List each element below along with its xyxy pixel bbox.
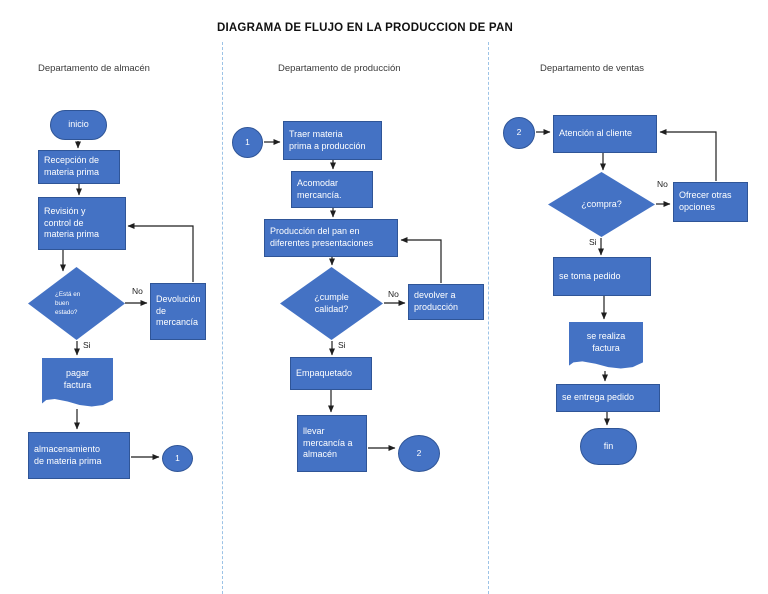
node-conector-1-fin: 1 (162, 445, 193, 472)
node-almacenamiento: almacenamiento de materia prima (28, 432, 130, 479)
diagram-title: DIAGRAMA DE FLUJO EN LA PRODUCCION DE PA… (217, 22, 513, 34)
node-produccion: Producción del pan en diferentes present… (264, 219, 398, 257)
lane-header-almacen: Departamento de almacén (38, 63, 150, 74)
lane-divider-left (222, 42, 223, 594)
node-pagar: pagar factura (42, 358, 113, 407)
edge-label-si-5: Si (83, 340, 91, 350)
node-ofrecer: Ofrecer otras opciones (673, 182, 748, 222)
node-factura: se realiza factura (569, 322, 643, 369)
node-seentrega: se entrega pedido (556, 384, 660, 412)
node-fin: fin (580, 428, 637, 465)
node-inicio: inicio (50, 110, 107, 140)
edge-label-no-3: No (132, 286, 143, 296)
edge-label-no-19: No (657, 179, 668, 189)
node-esta: ¿Está en buen estado? (28, 267, 125, 340)
lane-header-produccion: Departamento de producción (278, 63, 401, 74)
node-conector-2-fin: 2 (398, 435, 440, 472)
node-setoma: se toma pedido (553, 257, 651, 296)
node-devolver: devolver a producción (408, 284, 484, 320)
node-cumple: ¿cumple calidad? (280, 267, 383, 340)
node-revision: Revisión y control de materia prima (38, 197, 126, 250)
node-atencion: Atención al cliente (553, 115, 657, 153)
node-acomodar: Acomodar mercancía. (291, 171, 373, 208)
edge-label-no-12: No (388, 289, 399, 299)
node-traer: Traer materia prima a producción (283, 121, 382, 160)
lane-header-ventas: Departamento de ventas (540, 63, 645, 74)
lane-divider-right (488, 42, 489, 594)
node-empaquetado: Empaquetado (290, 357, 372, 390)
node-devolucion: Devolución de mercancía (150, 283, 206, 340)
node-recepcion: Recepción de materia prima (38, 150, 120, 184)
node-llevar: llevar mercancía a almacén (297, 415, 367, 472)
node-conector-2-inicio: 2 (503, 117, 535, 149)
edge-arrow-13 (400, 237, 442, 283)
edge-arrow-20 (659, 129, 717, 181)
node-conector-1-inicio: 1 (232, 127, 263, 158)
edge-label-si-14: Si (338, 340, 346, 350)
edge-arrow-4 (127, 223, 194, 282)
node-compra: ¿compra? (548, 172, 655, 237)
edge-label-si-21: Si (589, 237, 597, 247)
